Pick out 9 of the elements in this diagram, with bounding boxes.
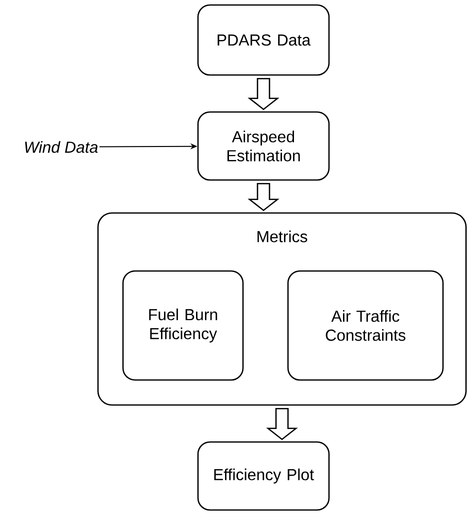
block-arrow [266,408,298,440]
input-label: Wind Data [25,141,98,153]
process-box: PDARS Data [197,4,330,76]
process-box: Airspeed Estimation [197,111,330,181]
process-box: Air Traffic Constraints [287,270,444,381]
process-box: Efficiency Plot [197,441,330,511]
block-arrow [248,183,280,212]
process-box: Fuel Burn Efficiency [122,270,244,381]
block-arrow [248,78,280,110]
